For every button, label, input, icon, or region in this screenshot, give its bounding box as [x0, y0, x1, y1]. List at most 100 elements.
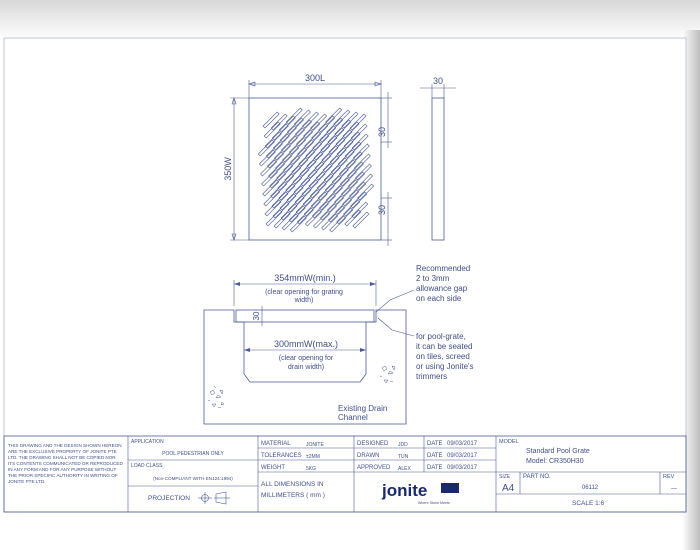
grate-slot: [280, 203, 298, 221]
grate-outline: [248, 97, 382, 241]
spacing-bottom-label: 30: [377, 205, 387, 215]
grate-section: [235, 309, 375, 323]
grate-slot: [276, 163, 294, 181]
grate-slot: [305, 141, 323, 159]
grate-slot: [356, 173, 374, 191]
grate-slot: [328, 205, 346, 223]
grate-slot: [289, 215, 307, 233]
disclaimer-line-6: THE PRIOR SPECIFIC AUTHORITY IN WRITING …: [8, 473, 118, 478]
grate-slot: [302, 189, 320, 207]
projection-label: PROJECTION: [148, 495, 190, 502]
grate-slot: [342, 121, 360, 139]
grate-slot: [293, 109, 311, 127]
opening-min-note: (clear opening for grating: [265, 289, 343, 296]
grate-slot: [341, 111, 359, 129]
grate-slot: [286, 185, 304, 203]
date-approved: 09/03/2017: [447, 465, 478, 471]
grate-slot: [269, 171, 287, 189]
grate-slot: [297, 139, 315, 157]
grate-slot: [273, 211, 291, 229]
load-class-value: (Non-COMPLIANT WITH EN124:1994): [153, 476, 233, 481]
grate-slot: [316, 173, 334, 191]
concrete-hatch-left: [207, 385, 225, 409]
grate-slot: [289, 137, 307, 155]
grate-slots: [257, 107, 375, 233]
scale-value: SCALE 1:6: [572, 500, 605, 507]
grate-slot: [260, 159, 277, 177]
opening-max-note2: drain width): [288, 364, 324, 371]
grate-slot: [335, 197, 353, 215]
grate-slot: [348, 171, 365, 189]
grate-slot: [279, 193, 297, 211]
grate-slot: [327, 195, 344, 213]
logo-tagline: Where Stone Meets: [418, 501, 450, 505]
max-arrow-left: [244, 348, 250, 352]
grate-slot: [337, 149, 355, 167]
date-label-1: DATE: [427, 441, 443, 447]
material-label: MATERIAL: [261, 441, 291, 447]
grate-slot: [299, 159, 317, 177]
part-no-value: 06112: [582, 485, 599, 491]
grate-slot: [286, 117, 304, 135]
grate-slot: [343, 199, 361, 217]
grate-slot: [352, 143, 370, 161]
rev-value: —: [671, 486, 677, 492]
grate-slot: [278, 183, 296, 201]
weight-value: 5KG: [306, 466, 316, 472]
date-label-2: DATE: [427, 453, 443, 459]
grate-slot: [288, 127, 305, 145]
grate-slot: [303, 121, 321, 139]
grate-slot: [294, 187, 312, 205]
grate-slot: [264, 131, 282, 149]
grate-slot: [265, 209, 283, 227]
opening-min-label: 354mmW(min.): [274, 273, 336, 283]
page-top-shade: [0, 0, 700, 40]
seat-note-line-1: for pool-grate,: [416, 332, 466, 341]
rev-label: REV: [663, 474, 675, 480]
grate-slot: [321, 145, 339, 163]
channel-label: Existing Drain: [338, 404, 387, 413]
designed-label: DESIGNED: [357, 441, 389, 447]
grate-slot: [353, 153, 371, 171]
side-thickness-label: 30: [433, 76, 443, 86]
title-block-frame: [3, 435, 687, 513]
grate-slot: [351, 133, 369, 151]
grate-slot: [279, 125, 297, 143]
grate-slot: [344, 209, 362, 227]
load-class-label: LOAD CLASS: [131, 463, 163, 469]
grate-slot: [328, 137, 346, 155]
grate-slot: [326, 117, 344, 135]
material-value: JONITE: [306, 442, 324, 448]
logo-wordmark: jonite: [381, 481, 427, 500]
grate-slot: [263, 189, 281, 207]
height-arrow-bottom: [231, 233, 237, 241]
spacing-top-label: 30: [377, 127, 387, 137]
grate-slot: [336, 139, 354, 157]
grate-slot: [296, 207, 314, 225]
gap-note-leader: [375, 289, 415, 313]
grate-slot: [343, 131, 361, 149]
grate-slot: [311, 201, 329, 219]
grate-slot: [283, 155, 301, 173]
disclaimer-line-7: JONITE PTE LTD.: [8, 479, 45, 484]
grate-slot: [285, 175, 303, 193]
size-value: A4: [502, 483, 515, 494]
disclaimer-line-5: IN ANY FORM AND FOR ANY PURPOSE WITHOUT: [8, 467, 117, 472]
grate-slot: [313, 143, 331, 161]
grate-slot: [288, 205, 306, 223]
grate-slot: [315, 163, 333, 181]
grate-slot: [318, 193, 336, 211]
grate-slot: [265, 141, 283, 159]
grate-slot: [261, 169, 279, 187]
grate-slot: [320, 203, 337, 221]
grate-slot: [313, 211, 330, 229]
grate-slot: [311, 123, 329, 141]
width-label: 300L: [305, 73, 325, 83]
grate-slot: [310, 191, 328, 209]
grate-slot: [339, 169, 357, 187]
grate-slot: [307, 161, 325, 179]
grate-slot: [293, 177, 311, 195]
gap-note: Recommended 2 to 3mm allowance gap on ea…: [375, 264, 470, 313]
grate-slot: [292, 167, 310, 185]
grate-slot: [327, 127, 345, 145]
